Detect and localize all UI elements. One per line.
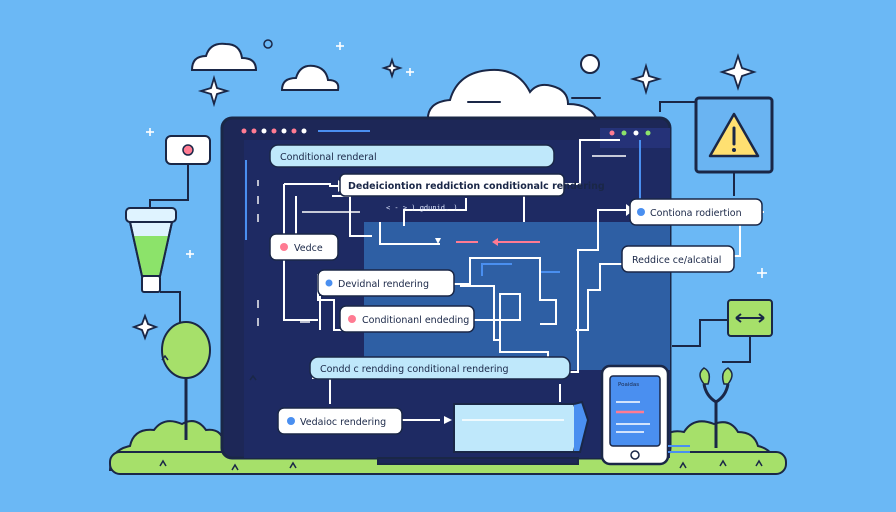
label-top-bar-text: Conditional renderal [280, 152, 377, 163]
label-bottom-left: Vedaioc rendering [277, 407, 403, 435]
cloud-icon [190, 42, 258, 71]
label-left-badge-text: Vedce [294, 243, 323, 254]
label-top-bar: Conditional renderal [269, 144, 555, 168]
sparkle-icon [131, 53, 757, 341]
glass-slab [453, 400, 590, 453]
label-center-top-text: Dedeiciontion reddiction conditionalc re… [348, 181, 605, 192]
label-bottom-left-text: Vedaioc rendering [300, 417, 386, 428]
warning-icon [659, 96, 774, 196]
label-mid-upper-text: Devidnal rendering [338, 279, 429, 290]
cloud-icon [280, 64, 340, 91]
label-bottom-bar: Condd c rendding conditional rendering [309, 356, 571, 380]
label-mid-lower-text: Conditionanl endeding [362, 315, 469, 326]
window-dots [241, 128, 651, 136]
flower-icon [263, 39, 273, 49]
y-tree-icon [699, 367, 733, 448]
code-line: < - > ) gdunid, ) [386, 204, 458, 212]
phone-label: Poaidas [618, 382, 639, 388]
grass-tufts [159, 354, 763, 471]
label-right-mid: Reddice ce/alcatial [621, 245, 735, 273]
phone-icon: Poaidas [600, 364, 670, 466]
label-left-badge: Vedce [269, 233, 339, 261]
arrows-icon [672, 299, 773, 363]
flask-icon [125, 207, 190, 331]
cloud-icon [426, 68, 600, 123]
label-bottom-bar-text: Condd c rendding conditional rendering [320, 364, 509, 375]
beacon-icon [149, 135, 211, 222]
label-mid-upper: Devidnal rendering [317, 269, 455, 297]
sparkle-icon [146, 42, 767, 278]
label-mid-lower: Conditionanl endeding [339, 305, 475, 333]
label-right-mid-text: Reddice ce/alcatial [632, 255, 721, 266]
label-right-top: Contiona rodiertion [629, 198, 763, 226]
label-center-top: Dedeiciontion reddiction conditionalc re… [339, 173, 605, 197]
phone-lines [668, 445, 690, 453]
label-right-top-text: Contiona rodiertion [650, 208, 742, 219]
